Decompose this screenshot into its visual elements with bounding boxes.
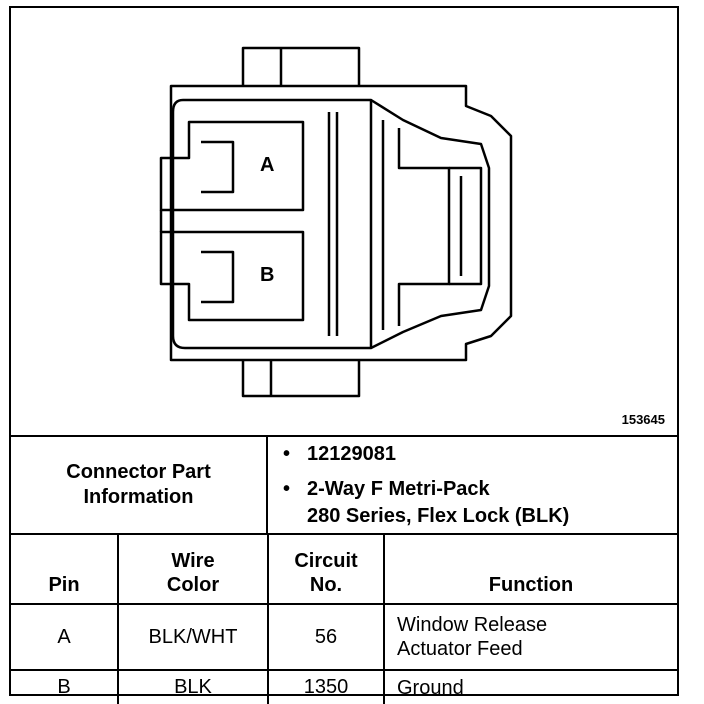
connector-info-label-line1: Connector Part <box>66 461 211 483</box>
table-row: B BLK 1350 Ground <box>11 669 677 704</box>
description-item: • 2-Way F Metri-Pack 280 Series, Flex Lo… <box>283 476 569 530</box>
top-latch-tab <box>241 46 361 86</box>
bullet-icon: • <box>283 443 291 465</box>
function-cell: Ground <box>383 669 677 704</box>
cavity-label-a: A <box>260 154 275 176</box>
cavity-label-b: B <box>260 264 275 286</box>
connector-info-label: Connector Part Information <box>11 437 268 533</box>
pin-cell: B <box>11 669 119 704</box>
figure-id: 153645 <box>621 412 665 427</box>
description-line2: 280 Series, Flex Lock (BLK) <box>307 505 570 527</box>
bullet-icon: • <box>283 478 291 500</box>
connector-drawing: A B 153645 <box>11 8 677 434</box>
part-number: 12129081 <box>307 443 396 465</box>
header-function: Function <box>383 535 677 605</box>
connector-info-label-line2: Information <box>83 486 194 508</box>
cavity-b <box>159 230 305 322</box>
circuit-cell: 56 <box>267 603 385 671</box>
part-number-item: • 12129081 <box>283 441 569 468</box>
connector-info-section: Connector Part Information • 12129081 • … <box>11 435 677 535</box>
header-pin: Pin <box>11 535 119 605</box>
wire-color-cell: BLK/WHT <box>117 603 269 671</box>
connector-body <box>169 84 513 362</box>
connector-face-svg <box>159 46 513 398</box>
cavity-a <box>159 120 305 212</box>
diagram-frame: A B 153645 Connector Part Information • … <box>9 6 679 704</box>
circuit-cell: 1350 <box>267 669 385 704</box>
pin-cell: A <box>11 603 119 671</box>
bottom-latch-tab <box>241 360 361 398</box>
description-line1: 2-Way F Metri-Pack <box>307 478 490 500</box>
wire-color-cell: BLK <box>117 669 269 704</box>
connector-info-values: • 12129081 • 2-Way F Metri-Pack 280 Seri… <box>283 441 569 530</box>
